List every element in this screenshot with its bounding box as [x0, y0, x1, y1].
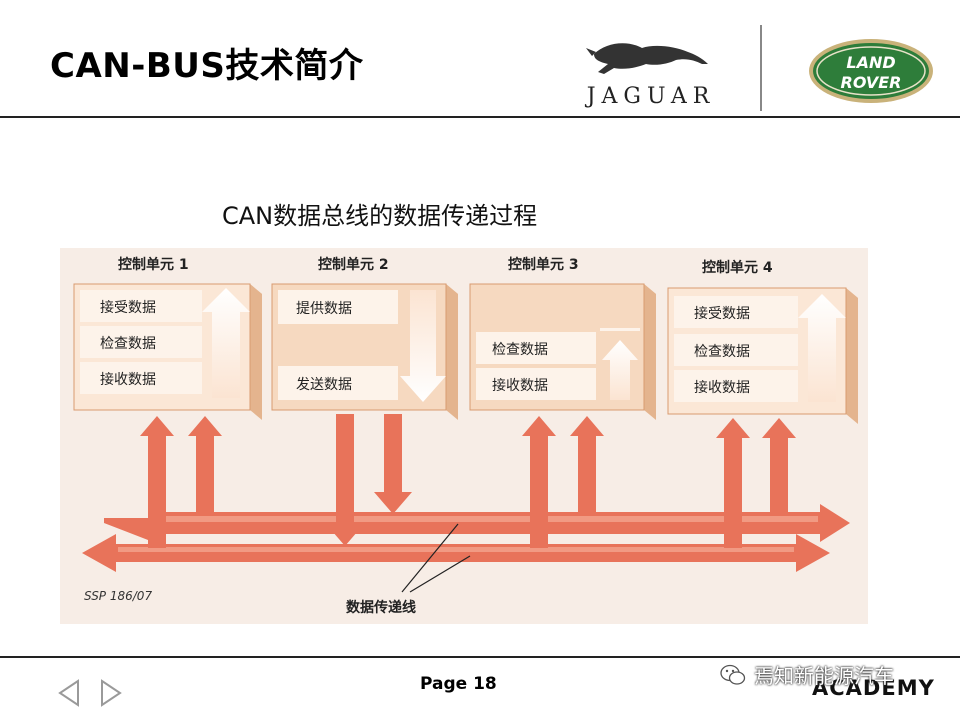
control-unit-1: 控制单元 1 接受数据 检查数据 接收数据: [73, 256, 262, 420]
connector-arrows: [140, 414, 796, 548]
control-unit-2: 控制单元 2 提供数据 发送数据: [271, 256, 458, 420]
unit-1-up-arrow: [202, 288, 250, 398]
unit-4-row-3: 接收数据: [694, 379, 750, 396]
can-bus-diagram: 控制单元 1 接受数据 检查数据 接收数据 控制单元 2 提供数据 发送数据: [60, 248, 868, 624]
unit-2-down-arrow: [400, 290, 446, 402]
control-unit-4: 控制单元 4 接受数据 检查数据 接收数据: [667, 259, 858, 424]
next-slide-icon[interactable]: [98, 678, 124, 708]
unit-1-title: 控制单元 1: [118, 256, 189, 273]
unit-3-row-1: 检查数据: [492, 342, 548, 358]
unit-4-up-arrow: [798, 294, 846, 402]
landrover-text-2: ROVER: [841, 73, 902, 92]
wechat-icon: [720, 664, 746, 685]
diagram-subtitle: CAN数据总线的数据传递过程: [222, 202, 538, 230]
unit-2-title: 控制单元 2: [318, 256, 389, 273]
footer-rule: [0, 656, 960, 658]
unit-4-row-1: 接受数据: [694, 305, 750, 322]
bus-label: 数据传递线: [346, 599, 416, 616]
diagram-code: SSP 186/07: [84, 589, 152, 603]
unit-3-up-arrow: [602, 340, 638, 400]
control-unit-3: 控制单元 3 检查数据 接收数据: [469, 256, 656, 420]
unit-1-row-3: 接收数据: [100, 371, 156, 388]
prev-slide-icon[interactable]: [56, 678, 82, 708]
jaguar-logo: JAGUAR: [576, 34, 726, 112]
unit-3-row-2: 接收数据: [492, 377, 548, 394]
unit-4-title: 控制单元 4: [702, 259, 773, 276]
unit-1-row-1: 接受数据: [100, 299, 156, 316]
unit-3-title: 控制单元 3: [508, 256, 579, 273]
bus-label-pointer: [401, 523, 471, 593]
header-rule: [0, 116, 960, 118]
logo-divider: [760, 25, 762, 111]
bus-line-upper: [104, 504, 850, 542]
landrover-logo: LAND ROVER: [806, 36, 936, 106]
page-number: Page 18: [420, 674, 497, 694]
bus-line-lower: [82, 534, 830, 572]
watermark: 焉知新能源汽车: [720, 660, 894, 689]
jaguar-wordmark: JAGUAR: [586, 84, 716, 109]
landrover-oval-icon: LAND ROVER: [809, 39, 933, 103]
landrover-text-1: LAND: [846, 53, 895, 72]
jaguar-leaper-icon: [586, 43, 708, 74]
unit-2-row-1: 提供数据: [296, 301, 352, 317]
slide-title: CAN-BUS技术简介: [50, 46, 364, 86]
unit-4-row-2: 检查数据: [694, 344, 750, 360]
watermark-text: 焉知新能源汽车: [754, 664, 894, 688]
unit-1-row-2: 检查数据: [100, 336, 156, 352]
unit-2-row-2: 发送数据: [296, 377, 352, 393]
academy-label: ACADEMY: [812, 676, 935, 700]
